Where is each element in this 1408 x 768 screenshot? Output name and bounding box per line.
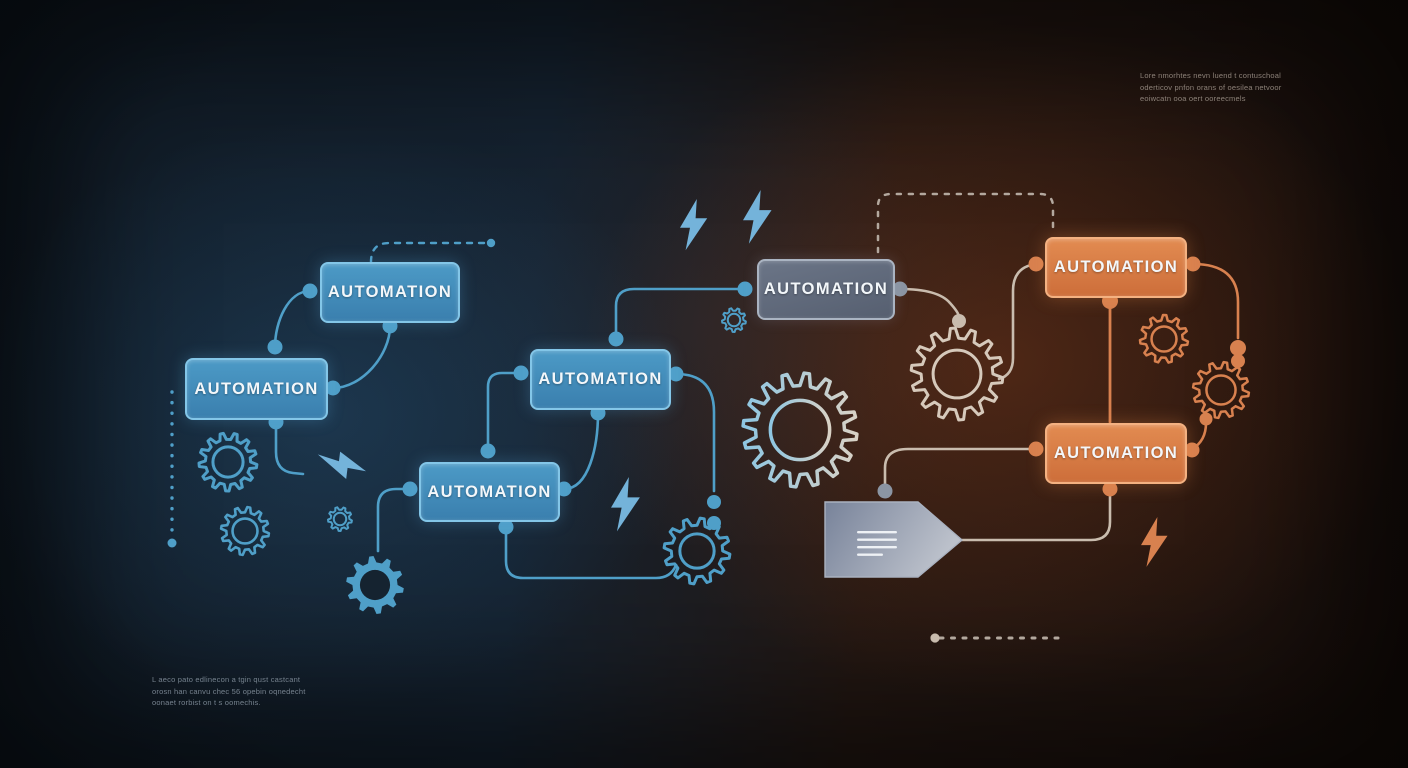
document-tag-icon [824,501,964,578]
lightning-bolt-icon [315,448,368,482]
node-label: AUTOMATION [763,280,889,298]
lightning-bolt-icon [1141,517,1168,567]
automation-node-right-top: AUTOMATION [1045,237,1187,298]
node-label: AUTOMATION [1053,444,1179,462]
gear-icon [1138,313,1190,364]
gear-icon [346,556,404,614]
caption-line: oonaet rorbist on t s oomechis. [152,698,261,708]
caption-line: eoiwcatn ooa oert ooreecmels [1140,94,1246,104]
automation-node-mid: AUTOMATION [419,462,560,522]
gear-icon [741,371,859,489]
lightning-bolt-icon [743,190,772,244]
node-label: AUTOMATION [538,370,663,388]
automation-node-right-bottom: AUTOMATION [1045,423,1187,484]
dashed-connector [876,192,1055,254]
node-label: AUTOMATION [1053,258,1179,276]
caption-line: Lore nmorhtes nevn luend t contuschoal [1140,71,1282,80]
dashed-connector [369,241,489,264]
gear-icon [197,431,259,493]
lightning-bolt-icon [611,477,640,532]
lightning-bolt-icon [680,199,708,251]
gear-icon [909,326,1005,422]
node-label: AUTOMATION [327,283,453,301]
gear-icons [197,307,1251,614]
caption-line: orosn han canvu chec 56 opebin oqnedecht [152,686,306,696]
node-label: AUTOMATION [427,482,552,501]
automation-node-top-left: AUTOMATION [320,262,460,323]
gear-icon [1191,360,1251,420]
node-label: AUTOMATION [194,379,319,398]
top-right-caption: Lore nmorhtes nevn luend t contuschoal o… [1140,70,1300,105]
gear-icon [219,505,271,557]
automation-node-mid-top: AUTOMATION [530,349,671,410]
automation-node-left: AUTOMATION [185,358,328,420]
gear-icon [721,307,747,333]
caption-line: oderticov pnfon orans of oesilea netvoor [1140,82,1282,92]
bottom-left-caption: L aeco pato edlinecon a tgin qust castca… [152,674,322,709]
caption-line: L aeco pato edlinecon a tgin qust castca… [152,675,301,684]
gear-icon [327,506,353,532]
gear-icon [662,516,732,586]
automation-node-center-gray: AUTOMATION [757,259,895,320]
